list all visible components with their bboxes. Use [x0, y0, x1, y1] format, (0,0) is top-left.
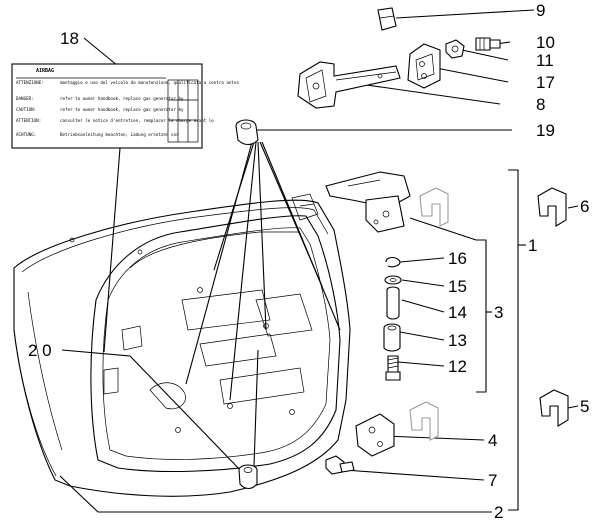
- part-9-bush: [377, 7, 397, 31]
- callout-11: 11: [536, 51, 554, 70]
- callout-8: 8: [536, 95, 545, 114]
- callout-20: 2 0: [28, 341, 52, 360]
- callout-4: 4: [488, 431, 497, 450]
- callout-13: 13: [448, 331, 467, 350]
- label-row-2-text: refer to owner handbook, replace gas gen…: [60, 96, 184, 101]
- part-20-plug: [238, 464, 258, 490]
- callout-16: 16: [448, 249, 467, 268]
- part-16-circlip: [385, 256, 401, 268]
- callout-6: 6: [580, 197, 589, 216]
- label-row-1-head: ATTENZIONE:: [16, 80, 44, 85]
- callout-17: 17: [536, 73, 555, 92]
- part-18-warning-label: AIRBAG ATTENZIONE: montaggio e uso del v…: [11, 63, 239, 149]
- label-row-4-text: consulter le notice d'entretien, remplac…: [60, 118, 214, 123]
- callout-15: 15: [448, 277, 467, 296]
- part-8-hinge: [297, 61, 401, 109]
- ghost-clip-upper: [419, 187, 449, 227]
- callout-14: 14: [448, 303, 467, 322]
- part-11-nut: [445, 39, 465, 59]
- part-5-clip: [539, 389, 569, 427]
- callout-12: 12: [448, 357, 467, 376]
- callout-9: 9: [536, 1, 545, 20]
- label-row-2-head: DANGER:: [16, 96, 34, 101]
- callout-18: 18: [60, 29, 79, 48]
- door-panel: [13, 193, 351, 497]
- part-19-plug: [235, 119, 259, 146]
- upper-hinge-assembly: [325, 171, 411, 233]
- part-6-clip: [537, 187, 567, 227]
- part-7-bolt: [325, 455, 355, 475]
- label-row-5-text: Betriebsanleitung beachten, Ladung erset…: [60, 132, 179, 137]
- part-13-bush: [383, 323, 401, 352]
- callout-numbers: 9 10 11 17 8 19 18 6 1 16 15 3 14 13 12 …: [28, 1, 589, 522]
- label-row-5-head: ACHTUNG:: [16, 132, 36, 137]
- part-17-hinge-bracket: [407, 43, 441, 89]
- part-14-pin: [386, 286, 400, 320]
- callout-1: 1: [528, 236, 537, 255]
- part-4-lower-hinge: [355, 413, 395, 457]
- label-title: AIRBAG: [36, 68, 54, 74]
- label-row-4-head: ATTENTION:: [16, 118, 41, 123]
- callout-2: 2: [494, 503, 503, 522]
- callout-3: 3: [494, 303, 503, 322]
- part-12-screw: [385, 355, 401, 381]
- label-row-1-text: montaggio e uso del veicolo da manutenzi…: [60, 80, 239, 85]
- label-row-3-text: refer to owner handbook, replace gas gen…: [60, 107, 184, 112]
- ghost-clip-lower: [409, 401, 439, 441]
- part-10-screw: [475, 37, 501, 51]
- callout-10: 10: [536, 33, 555, 52]
- label-row-3-head: CAUTION:: [16, 107, 36, 112]
- callout-7: 7: [488, 471, 497, 490]
- callout-19: 19: [536, 121, 555, 140]
- part-15-washer: [384, 275, 402, 285]
- leader-lines: [59, 9, 579, 513]
- callout-5: 5: [580, 397, 589, 416]
